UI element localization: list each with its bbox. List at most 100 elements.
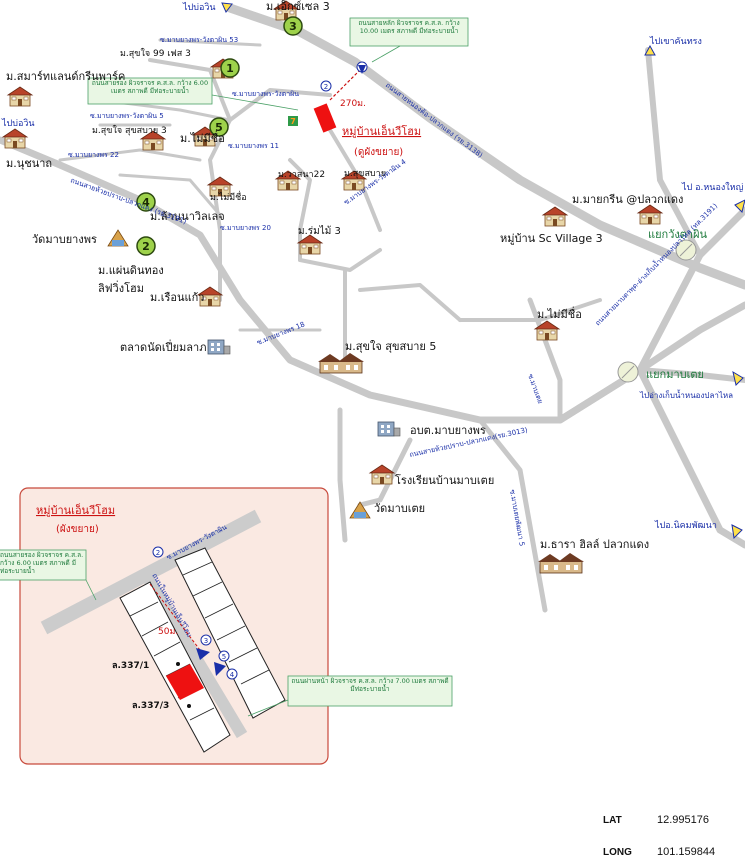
plot-dot	[176, 662, 180, 666]
marker-badge: 3	[283, 16, 303, 36]
road-s20: ซ.มาบยางพร 20	[220, 224, 271, 232]
inset-title: หมู่บ้านเอ็นวีโฮม	[36, 503, 115, 517]
plot-337-3: ล.337/3	[132, 701, 169, 711]
label-project: หมู่บ้านเอ็นวีโฮม	[342, 124, 421, 138]
label-distance: 270ม.	[340, 99, 366, 109]
inset-inner-note: ถนนผ่านหน้า ผิวจราจร ค.ส.ล. กว้าง 7.00 เ…	[291, 677, 449, 694]
inset-road	[40, 509, 262, 635]
dir-khao: ไปเขาคันทรง	[649, 36, 702, 47]
plot-dot	[187, 704, 191, 708]
inset-pin-4: 4	[226, 668, 238, 680]
label-rommai: ม.ร่มไม้ 3	[298, 225, 341, 237]
dir-nongplalai: ไปอ่างเก็บน้ำหนองปลาไหล	[639, 389, 733, 400]
label-obt: อบต.มาบยางพร	[410, 424, 486, 437]
label-lannavillage: ม.ล้านนาวิลเลจ	[150, 210, 225, 223]
inset-left-note-box	[0, 549, 87, 581]
label-mainame3: ม.ไม่มีชื่อ	[537, 306, 582, 321]
dir-nikhom: ไปอ.นิคมพัฒนา	[654, 520, 717, 531]
inset-inner-note-pointer	[247, 699, 289, 717]
marker-badge: 4	[136, 192, 156, 212]
inset-inner-note-box	[287, 675, 453, 707]
inset-inner-road	[142, 574, 248, 739]
pin-number: 2	[324, 83, 328, 91]
label-suksabai: ม.สุขสบาย	[344, 169, 386, 179]
label-rueankaew: ม.เรือนแก้ว	[150, 291, 204, 304]
long-label: LONG	[603, 847, 632, 858]
temple-icon	[107, 229, 129, 247]
label-sc-village: หมู่บ้าน Sc Village 3	[500, 232, 603, 245]
intersection-mark	[621, 365, 635, 379]
road-wang: ซ.มาบยางพร-วังตาผิน	[232, 90, 299, 98]
label-smart-green: ม.สมาร์ทแลนด์กรีนพาร์ค	[6, 70, 125, 83]
inset-left-note: ถนนสายรอง ผิวจราจร ค.ส.ล. กว้าง 6.00 เมต…	[0, 551, 84, 576]
direction-arrow-icon	[221, 2, 233, 13]
inset-pin-4-label: 4	[230, 671, 235, 679]
marker-4: 4	[142, 196, 150, 209]
marker-badge: 1	[220, 58, 240, 78]
inset-plot	[166, 664, 204, 700]
dir-bowin-left: ไปบ่อวิน	[1, 118, 35, 129]
house-icon	[317, 352, 365, 374]
road-s53: ซ.มาบยางพร-วังตาผิน 53	[160, 36, 238, 44]
inset-arrow-icon	[196, 648, 210, 660]
office-icon	[377, 421, 401, 437]
inset-arrow-icon	[214, 662, 226, 676]
label-wasana: ม.วาสนา22	[278, 170, 325, 180]
inset-pin-2: 2	[152, 546, 164, 558]
inset-pin-5-label: 5	[222, 653, 226, 661]
main-road-note-pointer	[371, 45, 401, 63]
label-mainame1: ม.ไม่มีชื่อ	[180, 130, 225, 145]
road-arrow-icon	[356, 61, 368, 74]
road-s5: ซ.มาบยางพร-วังตาผิน 5	[90, 112, 164, 120]
label-mainame2: ม.ไม่มีชื่อ	[210, 190, 247, 203]
inset-pin-5: 5	[218, 650, 230, 662]
road-s11: ซ.มาบยางพร 11	[228, 142, 279, 150]
road-main-3191: ถนนสายห้วยปราบ-ปลวกแดง (รย.3191)	[69, 176, 187, 226]
convenience-store-icon: 7	[288, 116, 298, 126]
house-icon	[542, 206, 568, 227]
intersection-mark	[679, 243, 693, 257]
inset-pin-2-label: 2	[156, 549, 160, 557]
direction-arrow-icon	[731, 524, 743, 540]
label-phaendin: ม.แผ่นดินทอง	[98, 264, 164, 277]
school-icon	[369, 464, 395, 485]
sub-road-note-text: ถนนสายรอง ผิวจราจร ค.ส.ล. กว้าง 6.00 เมต…	[91, 79, 209, 96]
sub-road-note: ถนนสายรอง ผิวจราจร ค.ส.ล. กว้าง 6.00 เมต…	[87, 77, 213, 105]
label-sukjai3: ม.สุขใจ สุขสบาย 3	[92, 125, 167, 136]
distance-line	[329, 69, 361, 101]
marker-2: 2	[142, 240, 150, 253]
label-project-sub: (ดูผังขยาย)	[354, 147, 403, 158]
main-road-note-text: ถนนสายหลัก ผิวจราจร ค.ส.ล. กว้าง 10.00 เ…	[358, 19, 460, 36]
inset-pin-3: 3	[200, 634, 212, 646]
marker-5: 5	[215, 121, 223, 134]
inset-distance-line	[149, 583, 201, 651]
main-road-note: ถนนสายหลัก ผิวจราจร ค.ส.ล. กว้าง 10.00 เ…	[349, 17, 469, 47]
label-ekchai: ม.เอ็กซ์เซล 3	[266, 0, 330, 13]
dir-bowin-top: ไปบ่อวิน	[182, 2, 216, 13]
house-icon	[637, 204, 663, 225]
long-value: 101.159844	[657, 846, 715, 858]
label-yaek-mabtoei: แยกมาบเตย	[646, 368, 704, 381]
location-pin: 2	[320, 80, 332, 92]
label-mayagreen: ม.มายกรีน @ปลวกแดง	[572, 193, 683, 206]
store-label: 7	[290, 117, 296, 126]
plot-337-1: ล.337/1	[112, 661, 149, 671]
inset-panel: หมู่บ้านเอ็นวีโฮม (ผังขยาย) ซ.มาบยางพร-ว…	[0, 487, 453, 765]
marker-3: 3	[289, 20, 297, 33]
marker-badge: 2	[136, 236, 156, 256]
house-icon	[2, 128, 28, 149]
project-plot	[313, 103, 337, 133]
inset-left-note-pointer	[85, 579, 97, 601]
marker-badge: 5	[209, 117, 229, 137]
label-talad: ตลาดนัดเปี่ยมลาภ	[120, 339, 206, 354]
house-icon	[537, 552, 585, 574]
label-nuchnat: ม.นุชนาถ	[6, 157, 52, 170]
label-wat-mabtoei: วัดมาบเตย	[374, 502, 425, 515]
label-thara: ม.ธารา ฮิลล์ ปลวกแดง	[540, 538, 649, 551]
market-icon	[207, 339, 231, 355]
label-lipwing: ลิฟวิ่งโฮม	[98, 280, 144, 295]
inset-pin-3-label: 3	[204, 637, 208, 645]
inset-subtitle: (ผังขยาย)	[56, 524, 99, 535]
label-school: โรงเรียนบ้านมาบเตย	[395, 473, 494, 487]
